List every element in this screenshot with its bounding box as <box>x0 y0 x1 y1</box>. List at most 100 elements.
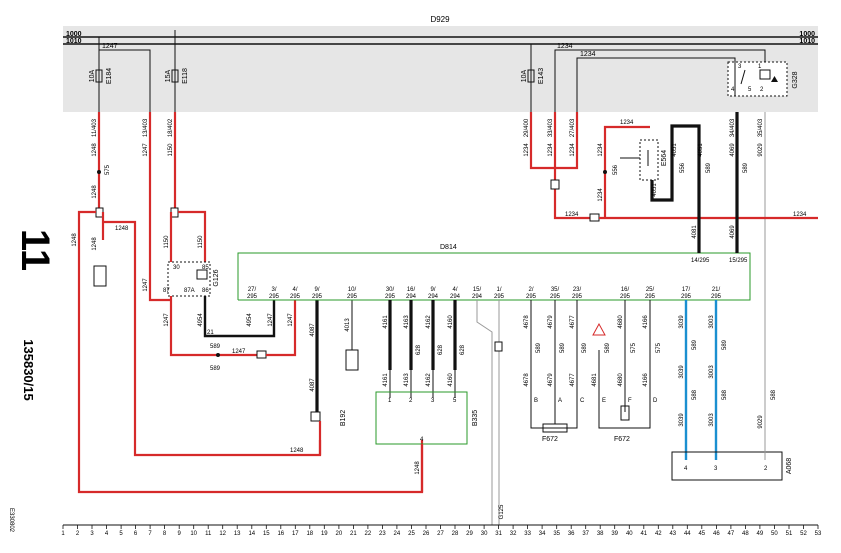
wire-4163b: 4163 <box>404 373 410 387</box>
ruler-tick: 29 <box>466 531 473 537</box>
ruler-tick: 6 <box>134 531 138 537</box>
ruler-tick: 10 <box>190 531 197 537</box>
ruler-tick: 1 <box>61 531 65 537</box>
relay-g328 <box>727 61 788 97</box>
conn-589h: 589 <box>722 339 728 350</box>
ruler-tick: 46 <box>713 531 720 537</box>
ruler-tick: 26 <box>423 531 430 537</box>
bus-1010-right: 1010 <box>799 38 815 45</box>
ruler-tick: 3 <box>90 531 94 537</box>
svg-text:1: 1 <box>758 64 762 70</box>
d814-pin-label: 1/ <box>496 287 501 293</box>
d814-pin-label: 30/ <box>386 287 395 293</box>
wire-11403: 11/403 <box>92 118 98 137</box>
wire-4069b: 4069 <box>730 225 736 239</box>
wire-1234f: 1234 <box>793 212 807 218</box>
letter-e: E <box>602 398 606 404</box>
ruler-tick: 51 <box>786 531 793 537</box>
switch-e564 <box>639 139 659 181</box>
wire-1248a: 1248 <box>92 143 98 157</box>
wire-3039c: 3039 <box>679 413 685 427</box>
ruler-tick: 20 <box>336 531 343 537</box>
ruler-tick: 44 <box>684 531 691 537</box>
wire-18402: 18/402 <box>168 118 174 137</box>
svg-text:3: 3 <box>738 64 742 70</box>
d814-pin-sub: 295 <box>572 294 583 300</box>
wire-1248c: 1248 <box>72 233 78 247</box>
fuse-e118-rating: 15A <box>165 69 172 82</box>
wire-33403: 33/403 <box>548 118 554 137</box>
ruler-tick: 2 <box>76 531 80 537</box>
wire-4677b: 4677 <box>570 373 576 387</box>
ruler-tick: 24 <box>394 531 401 537</box>
wire-4681: 4681 <box>592 373 598 387</box>
component-a068-box <box>671 451 783 481</box>
conn-575b: 575 <box>631 342 637 353</box>
wire-1248e: 1248 <box>290 448 304 454</box>
wire-1234a: 1234 <box>524 143 530 157</box>
wire-4081: 4081 <box>692 225 698 239</box>
d814-pin-label: 35/ <box>551 287 560 293</box>
ruler-tick: 38 <box>597 531 604 537</box>
ruler-tick: 36 <box>568 531 575 537</box>
wire-21: 21 <box>207 330 214 336</box>
ruler-tick: 12 <box>219 531 226 537</box>
svg-text:30: 30 <box>173 265 180 271</box>
wire-1234-top: 1234 <box>557 43 573 50</box>
d814-pin-sub: 295 <box>269 294 280 300</box>
ruler-tick: 41 <box>640 531 647 537</box>
letter-c: C <box>580 398 585 404</box>
conn-575c: 575 <box>656 342 662 353</box>
wire-4161: 4161 <box>383 315 389 329</box>
d814-pin-sub: 295 <box>385 294 396 300</box>
svg-text:87A: 87A <box>184 288 195 294</box>
svg-text:87: 87 <box>163 288 170 294</box>
small-code: E330802 <box>8 508 14 533</box>
d814-pin-label: 27/ <box>248 287 257 293</box>
fuse-e184-label: E184 <box>106 68 113 84</box>
d814-pin-label: 25/ <box>646 287 655 293</box>
wire-4013: 4013 <box>345 318 351 332</box>
svg-text:5: 5 <box>748 87 752 93</box>
relay-g126-label: G126 <box>213 269 220 286</box>
relay-g328-label: G328 <box>792 71 799 88</box>
d814-pin-label: 15/ <box>473 287 482 293</box>
wire-4679: 4679 <box>548 315 554 329</box>
d814-pin-labels: 27/2953/2954/2959/29510/29530/29516/2949… <box>247 287 722 300</box>
component-b192: B192 <box>340 410 347 426</box>
fuse-e143 <box>527 69 535 83</box>
conn-589f: 589 <box>605 342 611 353</box>
letter-b: B <box>534 398 538 404</box>
d814-pin-label: 2/ <box>528 287 533 293</box>
bus-1000-right: 1000 <box>799 31 815 38</box>
wire-3039b: 3039 <box>679 365 685 379</box>
d814-pin-sub: 295 <box>526 294 537 300</box>
conn-589c: 589 <box>536 342 542 353</box>
wire-1150c: 1150 <box>198 235 204 249</box>
conn-589j: 589 <box>743 162 749 173</box>
ruler-tick: 50 <box>771 531 778 537</box>
pin-1: 1 <box>388 398 392 404</box>
svg-text:2: 2 <box>760 87 764 93</box>
wire-4069: 4069 <box>730 143 736 157</box>
ruler-tick: 17 <box>292 531 299 537</box>
ruler-tick: 18 <box>306 531 313 537</box>
ruler-tick: 32 <box>510 531 517 537</box>
conn-589i: 589 <box>706 162 712 173</box>
d814-pin-label: 21/ <box>712 287 721 293</box>
wire-1234-top2: 1234 <box>580 51 596 58</box>
letter-f: F <box>628 398 632 404</box>
wire-4680: 4680 <box>618 315 624 329</box>
fuse-e143-label: E143 <box>538 68 545 84</box>
ruler-tick: 14 <box>248 531 255 537</box>
conn-556b: 556 <box>680 162 686 173</box>
ruler-tick: 22 <box>365 531 372 537</box>
ruler-tick: 39 <box>611 531 618 537</box>
ruler-tick: 11 <box>205 531 212 537</box>
ruler-tick: 9 <box>178 531 182 537</box>
ruler-tick: 43 <box>669 531 676 537</box>
wire-9029b: 9029 <box>758 415 764 429</box>
wire-1234h: 1234 <box>598 188 604 202</box>
wire-4162b: 4162 <box>426 373 432 387</box>
wire-4087b: 4087 <box>310 378 316 392</box>
